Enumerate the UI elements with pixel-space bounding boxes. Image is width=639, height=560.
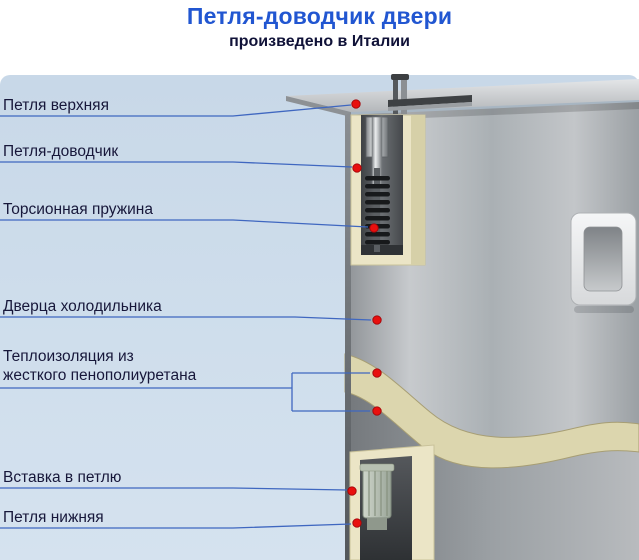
page-title: Петля-доводчик двери	[186, 3, 453, 29]
header: Петля-доводчик двери произведено в Итали…	[0, 0, 639, 51]
callout-lines	[0, 104, 372, 529]
callout-dot-torsion-spring	[369, 223, 379, 233]
top-hinge-cutaway	[350, 74, 472, 266]
hinge-insert	[359, 463, 395, 530]
callout-dot-upper-hinge	[351, 99, 361, 109]
door-handle	[570, 212, 637, 313]
label-hinge-insert: Вставка в петлю	[3, 469, 122, 486]
torsion-spring	[365, 168, 390, 252]
callout-dot-insulation-1	[372, 368, 382, 378]
label-torsion-spring: Торсионная пружина	[3, 201, 153, 218]
label-fridge-door: Дверца холодильника	[3, 298, 162, 315]
label-insulation: Теплоизоляция из жесткого пенополиуретан…	[3, 347, 196, 385]
door-closer-piston	[365, 116, 389, 186]
upper-hinge-bracket	[388, 74, 472, 114]
callout-dots	[347, 99, 382, 528]
page-subtitle: произведено в Италии	[229, 33, 410, 50]
label-upper-hinge: Петля верхняя	[3, 97, 109, 114]
callout-dot-lower-hinge	[352, 518, 362, 528]
callout-dot-hinge-insert	[347, 486, 357, 496]
counter-top	[286, 79, 639, 117]
label-lower-hinge: Петля нижняя	[3, 509, 104, 526]
label-insulation-line1: Теплоизоляция из	[3, 348, 134, 365]
label-insulation-line2: жесткого пенополиуретана	[3, 367, 197, 384]
label-closer-hinge: Петля-доводчик	[3, 143, 119, 160]
door-left-edge	[345, 113, 351, 560]
callout-dot-fridge-door	[372, 315, 382, 325]
bottom-hinge-cutaway	[349, 444, 435, 560]
callout-dot-insulation-2	[372, 406, 382, 416]
callout-dot-closer-hinge	[352, 163, 362, 173]
